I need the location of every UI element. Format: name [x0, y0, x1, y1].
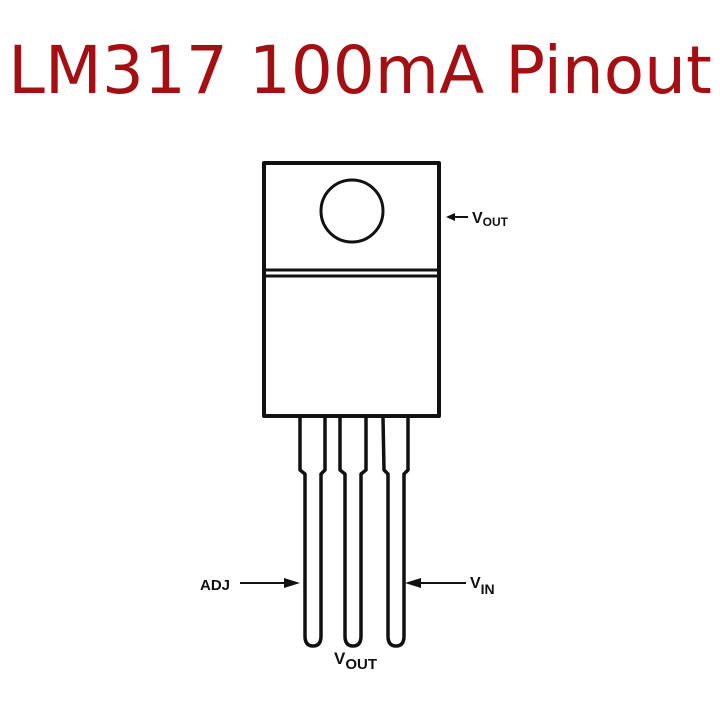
package-body	[262, 161, 441, 418]
pin-2-vout	[338, 418, 368, 648]
pin-1-adj	[298, 418, 327, 648]
vout-pin-label: VOUT	[334, 649, 377, 673]
pin-3-vin	[381, 417, 410, 648]
arrow-left-icon	[405, 578, 466, 588]
tab-vout-label: VOUT	[472, 210, 509, 229]
adj-label: ADJ	[200, 577, 230, 594]
vin-label: VIN	[470, 575, 495, 597]
arrow-right-icon	[240, 578, 300, 588]
mounting-hole	[319, 178, 385, 244]
page-title: LM317 100mA Pinout	[8, 32, 712, 109]
arrow-left-icon	[446, 213, 468, 221]
